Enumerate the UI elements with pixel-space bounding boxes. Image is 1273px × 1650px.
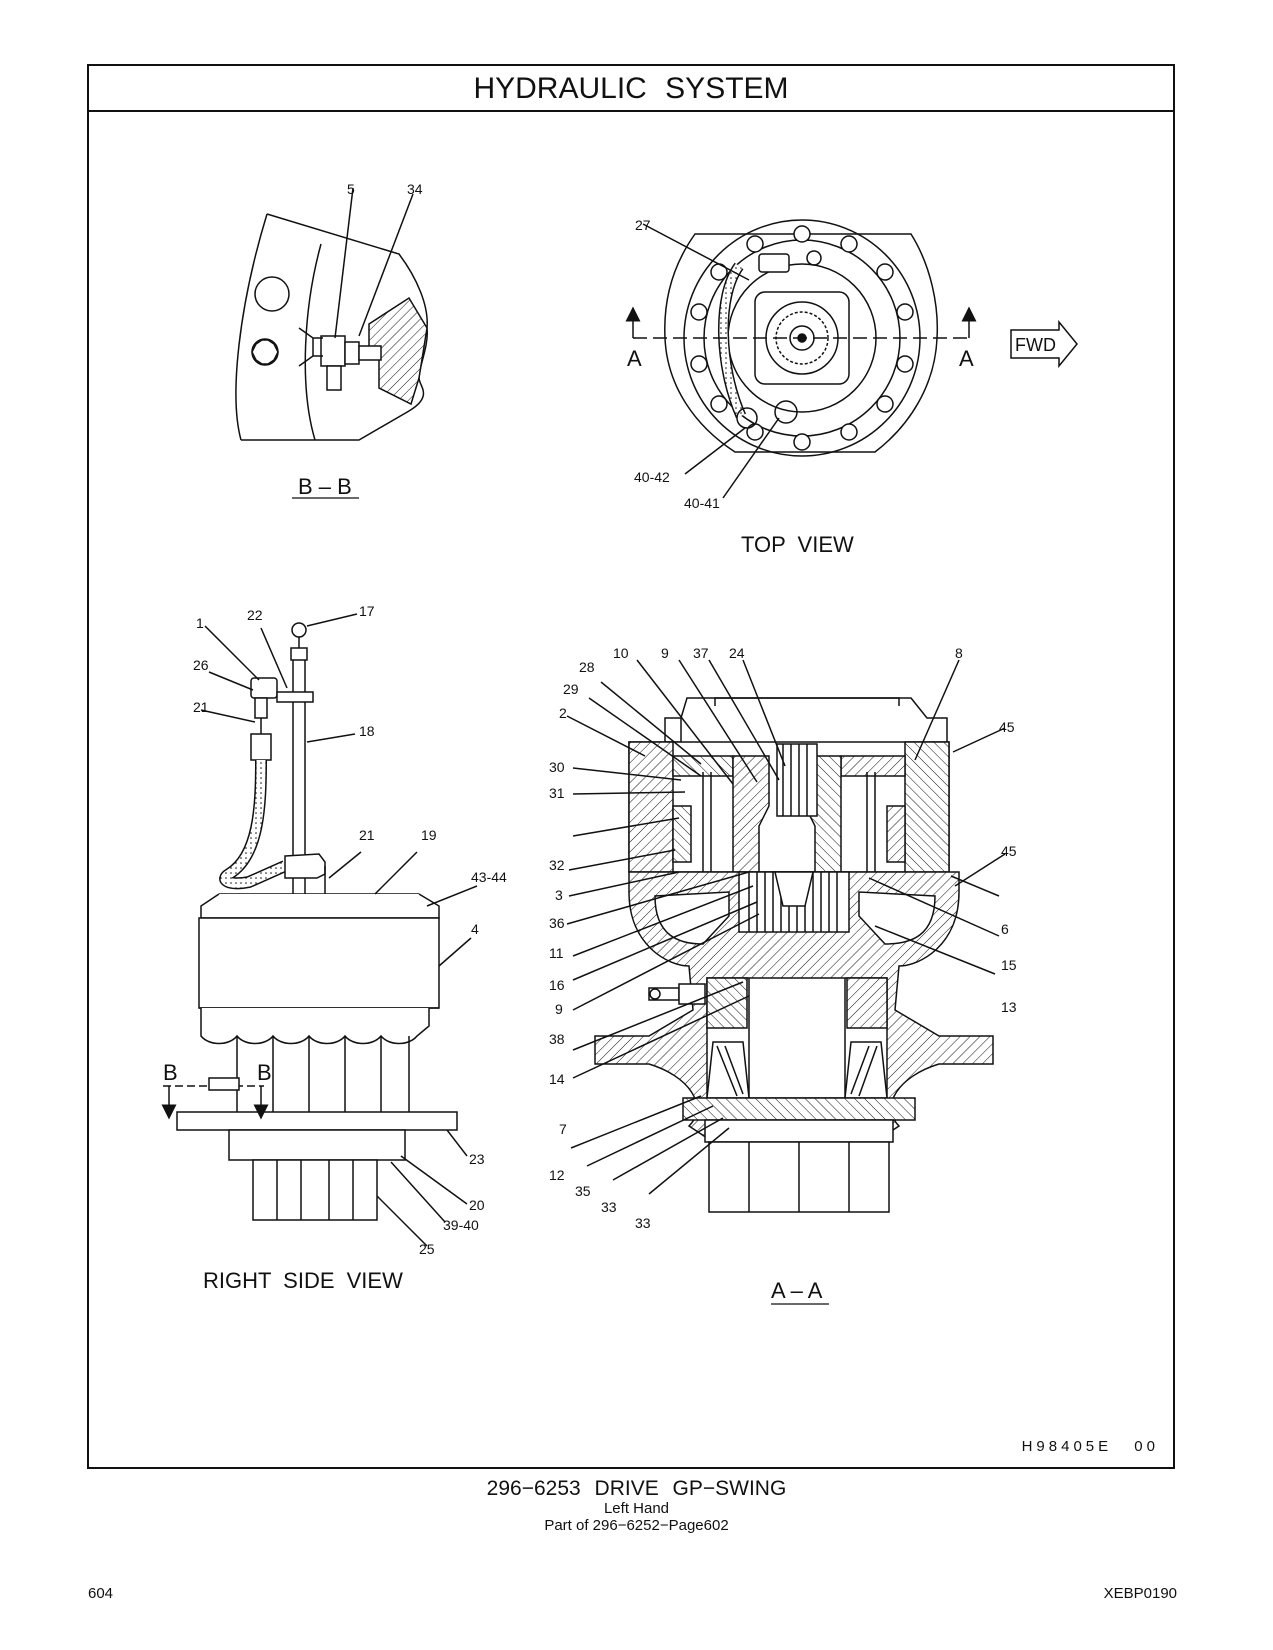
callout-right-17: 17 — [359, 603, 375, 619]
callout-aa-35: 35 — [575, 1183, 591, 1199]
caption-sub1: Left Hand — [603, 1500, 670, 1517]
drawing-id: H98405E 00 — [1021, 1438, 1159, 1455]
callout-bb-34: 34 — [407, 181, 423, 197]
top-view-title: TOP VIEW — [741, 532, 854, 557]
callout-aa-12: 12 — [549, 1167, 565, 1183]
callout-aa-6: 6 — [1001, 921, 1009, 937]
callout-aa-37: 37 — [693, 645, 709, 661]
section-marker-a-right: A — [959, 346, 974, 371]
callout-aa-7: 7 — [559, 1121, 567, 1137]
callout-right-43-44: 43-44 — [471, 869, 507, 885]
callout-right-25: 25 — [419, 1241, 435, 1257]
callout-right-18: 18 — [359, 723, 375, 739]
callout-aa-16: 16 — [549, 977, 565, 993]
callout-right-21b: 21 — [359, 827, 375, 843]
right-side-view-drawing — [161, 613, 478, 1247]
callout-top-40-42: 40-42 — [634, 469, 670, 485]
doc-code: XEBP0190 — [1103, 1585, 1177, 1602]
callout-aa-30: 30 — [549, 759, 565, 775]
callout-aa-15: 15 — [1001, 957, 1017, 973]
callout-aa-33b: 33 — [635, 1215, 651, 1231]
callout-aa-2: 2 — [559, 705, 567, 721]
callout-aa-10: 10 — [613, 645, 629, 661]
section-aa-title: A – A — [771, 1278, 823, 1303]
callout-aa-8: 8 — [955, 645, 963, 661]
exploded-parts-drawing: 5 34 B – B — [161, 181, 1078, 1305]
callout-aa-11: 11 — [549, 945, 564, 961]
callout-top-27: 27 — [635, 217, 651, 233]
page-number: 604 — [88, 1585, 114, 1602]
callout-right-4: 4 — [471, 921, 479, 937]
callout-aa-32: 32 — [549, 857, 565, 873]
callout-right-1: 1 — [196, 615, 204, 631]
drawing-frame: HYDRAULIC SYSTEM — [87, 64, 1175, 1469]
callout-aa-38: 38 — [549, 1031, 565, 1047]
section-marker-a-left: A — [627, 346, 642, 371]
callout-aa-33: 33 — [601, 1199, 617, 1215]
callout-aa-29: 29 — [563, 681, 579, 697]
callout-right-21: 21 — [193, 699, 209, 715]
callout-aa-28: 28 — [579, 659, 595, 675]
callout-aa-45: 45 — [999, 719, 1015, 735]
view-bb-title: B – B — [298, 474, 352, 499]
callout-right-20: 20 — [469, 1197, 485, 1213]
section-aa-drawing — [566, 659, 1006, 1305]
callout-right-39-40: 39-40 — [443, 1217, 479, 1233]
callout-top-40-41: 40-41 — [684, 495, 720, 511]
callout-bb-5: 5 — [347, 181, 355, 197]
callout-aa-24: 24 — [729, 645, 745, 661]
section-marker-b-left: B — [163, 1060, 178, 1085]
caption-sub2: Part of 296−6252−Page602 — [544, 1517, 729, 1534]
top-view-drawing — [625, 219, 1078, 499]
page-title: HYDRAULIC SYSTEM — [89, 66, 1173, 112]
section-marker-b-right: B — [257, 1060, 272, 1085]
callout-right-22: 22 — [247, 607, 263, 623]
callout-aa-31: 31 — [549, 785, 565, 801]
callout-right-23: 23 — [469, 1151, 485, 1167]
right-side-view-title: RIGHT SIDE VIEW — [203, 1268, 403, 1293]
callout-aa-14: 14 — [549, 1071, 565, 1087]
callout-aa-9: 9 — [661, 645, 669, 661]
callout-aa-45b: 45 — [1001, 843, 1017, 859]
figure-caption: 296−6253 DRIVE GP−SWING Left Hand Part o… — [0, 1477, 1273, 1535]
callout-aa-13: 13 — [1001, 999, 1017, 1015]
callout-right-26: 26 — [193, 657, 209, 673]
caption-main: 296−6253 DRIVE GP−SWING — [486, 1477, 787, 1500]
callout-aa-36: 36 — [549, 915, 565, 931]
view-bb-drawing — [235, 187, 428, 499]
fwd-label: FWD — [1015, 335, 1056, 355]
callout-aa-3: 3 — [555, 887, 563, 903]
callout-aa-9b: 9 — [555, 1001, 563, 1017]
callout-right-19: 19 — [421, 827, 437, 843]
